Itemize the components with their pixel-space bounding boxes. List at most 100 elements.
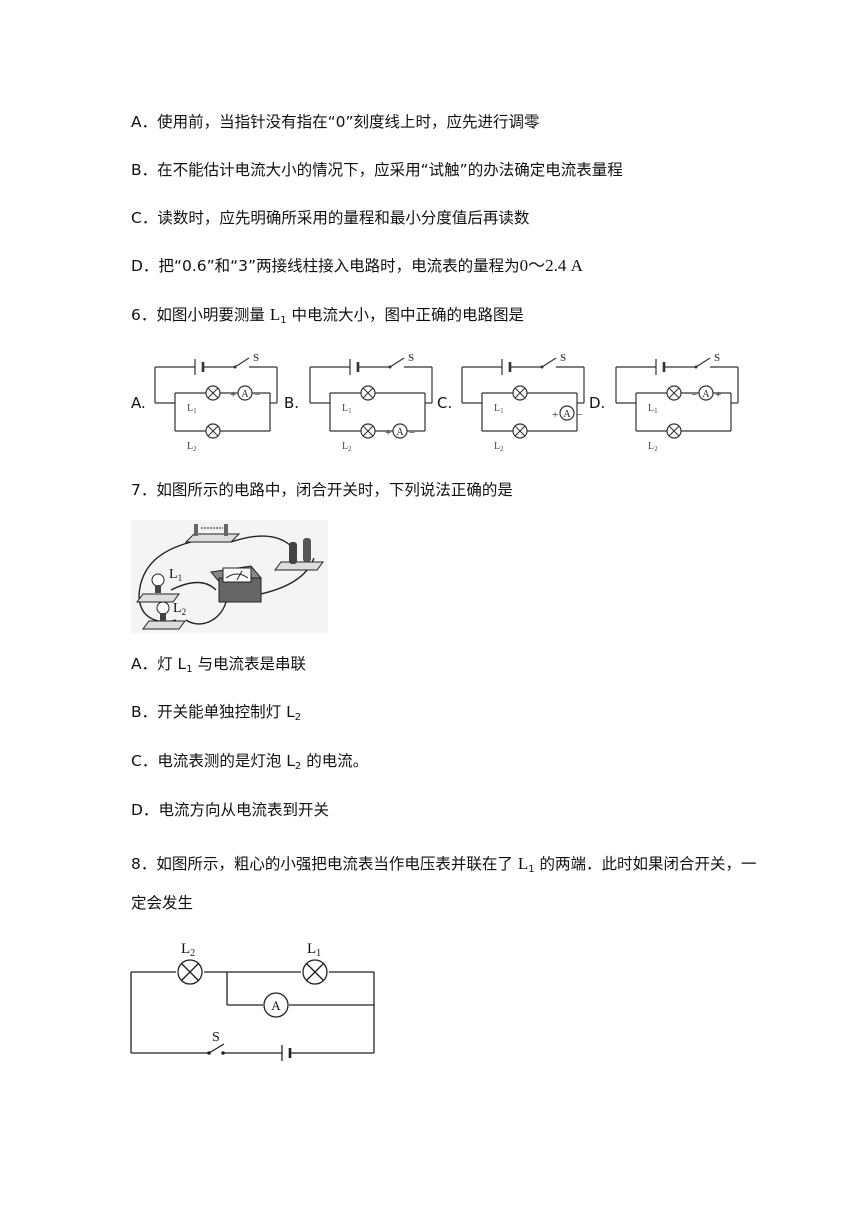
ammeter-icon: A + − — [552, 405, 582, 421]
q7-circuit-photo: L1 L2 — [131, 520, 328, 633]
battery-photo-icon — [274, 538, 324, 571]
q5-option-b: B．在不能估计电流大小的情况下，应采用“试触”的办法确定电流表量程 — [131, 159, 623, 181]
switch-photo-icon — [184, 524, 241, 543]
minus-terminal: − — [254, 389, 260, 401]
minus-terminal: − — [409, 427, 415, 439]
plus-terminal: + — [715, 389, 721, 401]
ammeter-label: A — [271, 998, 281, 1013]
q7-option-b: B．开关能单独控制灯 L2 — [131, 701, 301, 729]
ammeter-photo-icon — [210, 565, 262, 603]
q7-stem: 7．如图所示的电路中，闭合开关时，下列说法正确的是 — [131, 479, 513, 501]
lamp-l1-icon — [302, 959, 328, 985]
photo-label-l2: L2 — [173, 601, 186, 617]
lamp-subscript: 2 — [294, 761, 302, 772]
lamp-icon — [512, 423, 528, 439]
stem-text: 如图所示的电路中，闭合开关时，下列说法正确的是 — [156, 481, 513, 499]
ammeter-icon: A — [263, 992, 289, 1018]
lamp-label: L2 — [342, 441, 352, 453]
stem-text: 中电流大小，图中正确的电路图是 — [286, 306, 525, 324]
q6-choice-c-label: C. — [437, 394, 453, 412]
plus-terminal: + — [230, 389, 236, 401]
ammeter-icon: A + − — [230, 385, 260, 401]
lamp-subscript: 2 — [294, 712, 302, 723]
ammeter-label: A — [396, 427, 404, 438]
lamp-icon — [205, 423, 221, 439]
switch-label: S — [408, 352, 414, 364]
battery-icon — [281, 1045, 292, 1061]
lamp-subscript: 1 — [280, 315, 287, 326]
option-label: B． — [131, 161, 158, 179]
lamp-icon — [205, 385, 221, 401]
lamp-subscript: 1 — [528, 864, 535, 875]
option-label: C． — [131, 752, 158, 770]
lamp-icon — [360, 385, 376, 401]
option-label: D． — [131, 257, 159, 275]
option-label: B． — [131, 703, 158, 721]
lamp-l2-icon — [177, 959, 203, 985]
q7-option-d: D．电流方向从电流表到开关 — [131, 799, 329, 821]
q8-circuit-diagram: L2 L1 A S — [130, 941, 375, 1061]
lamp-subscript: 1 — [186, 664, 193, 675]
ammeter-icon: A− + — [691, 385, 721, 401]
q6-choice-d-label: D. — [589, 394, 606, 412]
lamp-label: L1 — [187, 403, 197, 415]
q8-stem-line1: 8．如图所示，粗心的小强把电流表当作电压表并联在了 L1 的两端．此时如果闭合开… — [131, 853, 757, 881]
lamp-icon — [666, 385, 682, 401]
q6-stem: 6．如图小明要测量 L1 中电流大小，图中正确的电路图是 — [131, 304, 524, 332]
q6-diagram-b: S L1A + − L2 — [309, 352, 433, 453]
q5-option-d: D．把“0.6”和“3”两接线柱接入电路时，电流表的量程为0～2.4 A — [131, 255, 583, 277]
plus-terminal: + — [385, 427, 391, 439]
stem-text: 定会发生 — [131, 894, 194, 912]
lamp-label: L2 — [648, 441, 658, 453]
question-number: 6． — [131, 306, 157, 324]
ammeter-label: A — [241, 389, 249, 400]
ammeter-label: A — [563, 409, 571, 420]
ammeter-label: A — [702, 389, 710, 400]
photo-label-l1: L1 — [169, 567, 182, 583]
lamp-icon — [512, 385, 528, 401]
q8-stem-line2: 定会发生 — [131, 892, 193, 914]
switch-label: S — [212, 1030, 220, 1045]
lamp-l2-photo-icon: L2 — [142, 601, 186, 630]
label-l2: L2 — [181, 941, 195, 959]
option-label: C． — [131, 209, 158, 227]
lamp-symbol: L — [517, 854, 529, 873]
question-number: 7． — [131, 481, 157, 499]
minus-terminal: − — [691, 389, 697, 401]
q5-option-a: A．使用前，当指针没有指在“0”刻度线上时，应先进行调零 — [131, 111, 540, 133]
stem-text: 如图小明要测量 — [156, 306, 270, 324]
switch-label: S — [714, 352, 720, 364]
switch-label: S — [560, 352, 566, 364]
stem-text: 如图所示，粗心的小强把电流表当作电压表并联在了 — [156, 855, 518, 873]
option-text: 使用前，当指针没有指在“0”刻度线上时，应先进行调零 — [157, 113, 540, 131]
stem-text: 的两端．此时如果闭合开关，一 — [534, 855, 757, 873]
option-label: D． — [131, 801, 159, 819]
q5-option-c: C．读数时，应先明确所采用的量程和最小分度值后再读数 — [131, 207, 529, 229]
option-text: 把“0.6”和“3”两接线柱接入电路时，电流表的量程为 — [158, 257, 520, 275]
lamp-label: L1 — [342, 403, 352, 415]
minus-terminal: − — [576, 409, 582, 421]
lamp-l1-photo-icon: L1 — [136, 567, 182, 603]
lamp-icon — [666, 423, 682, 439]
lamp-icon — [360, 423, 376, 439]
q7-option-c: C．电流表测的是灯泡 L2 的电流。 — [131, 750, 368, 778]
lamp-label: L2 — [187, 441, 197, 453]
option-text: 读数时，应先明确所采用的量程和最小分度值后再读数 — [157, 209, 530, 227]
plus-terminal: + — [552, 409, 558, 421]
ammeter-icon: A + − — [385, 423, 415, 439]
lamp-label: L1 — [648, 403, 658, 415]
option-text: 灯 L — [157, 655, 187, 673]
option-text: 与电流表是串联 — [192, 655, 306, 673]
switch-icon — [207, 1043, 225, 1055]
option-label: A． — [131, 655, 158, 673]
option-text: 开关能单独控制灯 L — [157, 703, 295, 721]
lamp-label: L1 — [494, 403, 504, 415]
option-text: 电流方向从电流表到开关 — [158, 801, 329, 819]
question-number: 8． — [131, 855, 157, 873]
q6-choice-a-label: A. — [131, 394, 146, 412]
q7-option-a: A．灯 L1 与电流表是串联 — [131, 653, 306, 681]
